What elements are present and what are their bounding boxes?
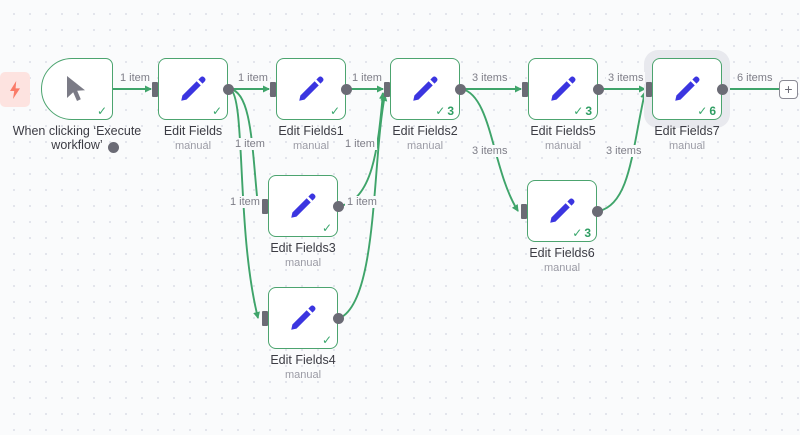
node-status: ✓	[330, 105, 340, 117]
status-check-icon: ✓	[211, 104, 222, 118]
edge-label-ef3-input: 1 item	[228, 196, 262, 208]
node-title: Edit Fields6	[529, 246, 595, 260]
edge-label-ef6-to-ef7: 3 items	[604, 145, 644, 157]
edge-label-editfields-to-ef3: 1 item	[233, 138, 267, 150]
input-port[interactable]	[152, 82, 158, 97]
pencil-icon	[410, 74, 440, 104]
node-body[interactable]	[268, 175, 338, 237]
status-check-icon: ✓	[321, 221, 332, 235]
input-port[interactable]	[262, 199, 268, 214]
node-body[interactable]	[41, 58, 113, 120]
output-port[interactable]	[108, 142, 119, 153]
cursor-pointer-icon	[64, 74, 90, 104]
node-subtitle: manual	[284, 257, 322, 269]
node-status: ✓	[322, 334, 332, 346]
input-port[interactable]	[262, 311, 268, 326]
node-subtitle: manual	[406, 140, 444, 152]
status-check-icon: ✓	[572, 226, 583, 240]
status-check-icon: ✓	[329, 104, 340, 118]
pencil-icon	[288, 303, 318, 333]
node-subtitle: manual	[292, 140, 330, 152]
node-status: ✓	[212, 105, 222, 117]
pencil-icon	[672, 74, 702, 104]
node-title: Edit Fields7	[654, 124, 720, 138]
input-port[interactable]	[521, 204, 527, 219]
node-title-line2: workflow’	[51, 138, 103, 152]
node-edit-fields6[interactable]: ✓ 3 Edit Fields6 manual	[521, 180, 603, 274]
input-port[interactable]	[384, 82, 390, 97]
output-port[interactable]	[333, 313, 344, 324]
node-body[interactable]	[527, 180, 597, 242]
output-port[interactable]	[223, 84, 234, 95]
lightning-bolt-icon	[8, 80, 22, 99]
node-edit-fields2[interactable]: ✓ 3 Edit Fields2 manual	[384, 58, 466, 152]
edge-label-trigger-to-editfields: 1 item	[118, 72, 152, 84]
node-subtitle: manual	[174, 140, 212, 152]
node-status: ✓ 6	[697, 105, 716, 117]
node-title: Edit Fields5	[530, 124, 596, 138]
input-port[interactable]	[646, 82, 652, 97]
output-port[interactable]	[455, 84, 466, 95]
node-body[interactable]	[528, 58, 598, 120]
status-item-count: 3	[584, 226, 591, 240]
node-title: Edit Fields1	[278, 124, 344, 138]
add-node-button[interactable]: +	[779, 80, 798, 99]
status-item-count: 3	[585, 104, 592, 118]
node-edit-fields7[interactable]: ✓ 6 Edit Fields7 manual	[644, 50, 730, 152]
status-check-icon: ✓	[96, 104, 107, 118]
node-body[interactable]	[652, 58, 722, 120]
input-port[interactable]	[522, 82, 528, 97]
node-status: ✓ 3	[572, 227, 591, 239]
pencil-icon	[288, 191, 318, 221]
status-check-icon: ✓	[435, 104, 446, 118]
node-edit-fields5[interactable]: ✓ 3 Edit Fields5 manual	[522, 58, 604, 152]
input-port[interactable]	[270, 82, 276, 97]
node-title: Edit Fields4	[270, 353, 336, 367]
node-when-clicking-execute-workflow[interactable]: ✓ When clicking ‘Execute workflow’	[13, 58, 141, 153]
node-edit-fields[interactable]: ✓ Edit Fields manual	[152, 58, 234, 152]
edge-label-ef2-to-ef6: 3 items	[470, 145, 510, 157]
node-subtitle: manual	[284, 369, 322, 381]
status-item-count: 3	[447, 104, 454, 118]
status-check-icon: ✓	[697, 104, 708, 118]
node-title: When clicking ‘Execute	[12, 124, 142, 138]
node-subtitle: manual	[543, 262, 581, 274]
node-subtitle: manual	[544, 140, 582, 152]
node-status: ✓ 3	[573, 105, 592, 117]
edge-label-ef1-to-ef2: 1 item	[350, 72, 384, 84]
node-title: Edit Fields2	[392, 124, 458, 138]
output-port[interactable]	[341, 84, 352, 95]
node-body[interactable]	[276, 58, 346, 120]
node-title: Edit Fields3	[270, 241, 336, 255]
output-port[interactable]	[333, 201, 344, 212]
trigger-indicator-tab	[0, 72, 30, 107]
edge-label-ef7-to-plus: 6 items	[735, 72, 775, 84]
node-status: ✓	[97, 105, 107, 117]
node-body[interactable]	[390, 58, 460, 120]
node-subtitle: manual	[668, 140, 706, 152]
edge-label-editfields-to-ef1: 1 item	[236, 72, 270, 84]
output-port[interactable]	[592, 206, 603, 217]
output-port[interactable]	[717, 84, 728, 95]
edge-label-ef3-to-ef2: 1 item	[343, 138, 377, 150]
node-status: ✓	[322, 222, 332, 234]
pencil-icon	[178, 74, 208, 104]
status-check-icon: ✓	[321, 333, 332, 347]
node-status: ✓ 3	[435, 105, 454, 117]
output-port[interactable]	[593, 84, 604, 95]
status-item-count: 6	[709, 104, 716, 118]
edge-label-ef5-to-ef7: 3 items	[606, 72, 646, 84]
edge-label-ef2-to-ef5: 3 items	[470, 72, 510, 84]
pencil-icon	[547, 196, 577, 226]
status-check-icon: ✓	[573, 104, 584, 118]
pencil-icon	[296, 74, 326, 104]
node-title: Edit Fields	[163, 124, 223, 138]
node-body[interactable]	[158, 58, 228, 120]
pencil-icon	[548, 74, 578, 104]
edge-label-ef3-output: 1 item	[345, 196, 379, 208]
node-edit-fields1[interactable]: ✓ Edit Fields1 manual	[270, 58, 352, 152]
node-edit-fields3[interactable]: ✓ Edit Fields3 manual	[262, 175, 344, 269]
node-edit-fields4[interactable]: ✓ Edit Fields4 manual	[262, 287, 344, 381]
